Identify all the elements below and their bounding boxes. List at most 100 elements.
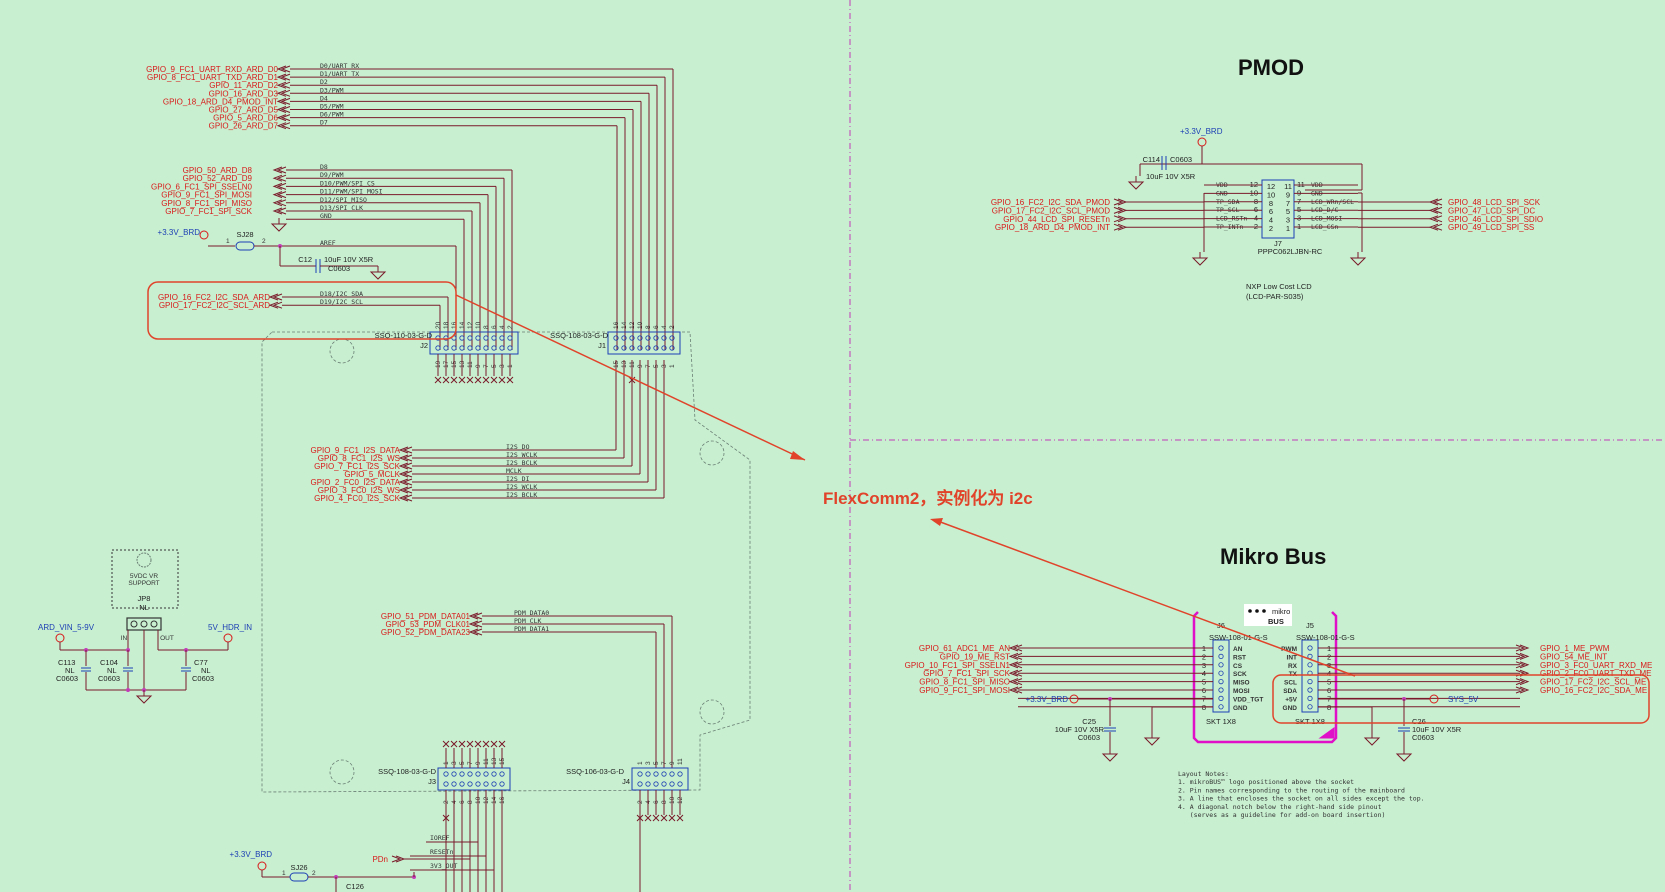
net-port-icon (1008, 678, 1023, 686)
pin-pad (499, 335, 505, 341)
signal-label: D18/I2C_SDA (320, 290, 363, 298)
i2c-highlight-box (147, 281, 457, 340)
mount-hole (699, 440, 725, 466)
pin-number: 5 (653, 761, 660, 765)
net-label: GPIO_52_PDM_DATA23 (381, 628, 471, 637)
pin-number: 10 (475, 321, 482, 329)
pin-pad (475, 771, 481, 777)
pin-number: 7 (661, 761, 668, 765)
pin-pad (483, 345, 489, 351)
note-line: 4. A diagonal notch below the right-hand… (1178, 803, 1382, 811)
no-connect-icon (466, 376, 474, 384)
no-connect-icon (450, 376, 458, 384)
pin-pad (645, 781, 651, 787)
component-part: PPPC062LJBN-RC (1258, 247, 1323, 256)
pin-label: +5V (1285, 696, 1297, 703)
component-ref: J4 (622, 777, 630, 786)
note-line: 3. A line that encloses the socket on al… (1178, 795, 1425, 803)
pin-label: INT (1287, 654, 1298, 661)
socket-body (1212, 639, 1230, 713)
pin-pad (637, 345, 643, 351)
component-ref: J7 (1274, 239, 1282, 248)
arrow-head (930, 518, 943, 526)
net-label: GPIO_6_FC1_SPI_SSELN0 (151, 182, 252, 191)
pin-number: 11 (1284, 182, 1292, 191)
no-connect-icon (482, 376, 490, 384)
pin-pad (483, 771, 489, 777)
pin-number: 8 (1269, 199, 1273, 208)
net-label: GPIO_8_FC1_UART_TXD_ARD_D1 (147, 73, 279, 82)
pin-pad (1307, 704, 1313, 710)
pin-label: VDD_TGT (1233, 696, 1263, 703)
signal-label: I2S_DO (506, 443, 530, 451)
pin-number: 10 (1267, 190, 1275, 199)
pin-pad (435, 335, 441, 341)
layout-notes: Layout Notes:1. mikroBUS™ logo positione… (1178, 770, 1425, 819)
pin-pad (459, 345, 465, 351)
pin-pad (629, 335, 635, 341)
jumper-body (126, 617, 162, 631)
pin-pad (467, 345, 473, 351)
pin-number: 18 (443, 321, 450, 329)
mikrobus-logo (1244, 604, 1292, 626)
power-port-icon (1429, 694, 1439, 704)
signal-label: I2S_WCLK (506, 483, 537, 491)
no-connect-icon (498, 740, 506, 748)
net-port-icon (1113, 206, 1128, 214)
no-connect-icon (442, 376, 450, 384)
net-port-icon (1515, 686, 1530, 694)
pin-pad (1218, 670, 1224, 676)
pin-number: 8 (483, 325, 490, 329)
net-label: GPIO_2_FC0_I2S_DATA (310, 478, 400, 487)
pin-number: 16 (613, 321, 620, 329)
signal-label: D8 (320, 163, 328, 171)
signal-label: D5/PWM (320, 103, 344, 111)
pin-number: 6 (1269, 207, 1273, 216)
no-connect-icon (644, 814, 652, 822)
pin-number: 2 (262, 238, 266, 245)
net-port-icon (1428, 206, 1443, 214)
net-label: GPIO_11_ARD_D2 (209, 81, 278, 90)
logo-dot-icon (1262, 609, 1266, 613)
mikrobus-section: mikroBUSJ6SSW-108-01-G-SJ5SSW-108-01-G-S… (905, 604, 1652, 762)
pin-number: 14 (621, 321, 628, 329)
vr-support-box (111, 549, 179, 609)
net-port-icon (1113, 223, 1128, 231)
net-port-icon (398, 494, 413, 502)
pin-number: 4 (499, 325, 506, 329)
net-label: GPIO_1_ME_PWM (1540, 644, 1610, 653)
annotation-label: FlexComm2，实例化为 i2c (823, 488, 1033, 508)
net-port-icon (268, 301, 283, 309)
signal-label: I2S_DI (506, 475, 530, 483)
logo-dot-icon (1248, 609, 1252, 613)
note-line: Layout Notes: (1178, 770, 1229, 778)
pin-pad (661, 771, 667, 777)
pin-pad (629, 345, 635, 351)
no-connect-icon (458, 740, 466, 748)
net-label: PDn (372, 855, 388, 864)
no-connect-icon (490, 376, 498, 384)
no-connect-icon (474, 740, 482, 748)
net-label: GPIO_16_ARD_D3 (209, 89, 279, 98)
pin-pad (669, 771, 675, 777)
socket-body (1301, 639, 1319, 713)
signal-label: D1/UART_TX (320, 70, 359, 78)
pin-pad (645, 335, 651, 341)
header-body (429, 331, 519, 355)
ground-icon (1349, 252, 1367, 266)
pin-pad (459, 335, 465, 341)
pin-label: OUT (160, 635, 174, 642)
box-label: SUPPORT (128, 580, 159, 587)
pin-number: 12 (1267, 182, 1275, 191)
net-port-icon (276, 97, 291, 105)
pin-number: 1 (637, 761, 644, 765)
power-port-icon (257, 861, 267, 871)
signal-label: D11/PWM/SPI_MOSI (320, 188, 383, 196)
pin-pad (499, 771, 505, 777)
pin-pad (491, 335, 497, 341)
pin-pad (1307, 687, 1313, 693)
net-port-icon (272, 191, 287, 199)
power-label: +3.3V_BRD (1180, 127, 1223, 136)
no-connect-icon (676, 814, 684, 822)
pmod-connector-body (1261, 179, 1295, 239)
